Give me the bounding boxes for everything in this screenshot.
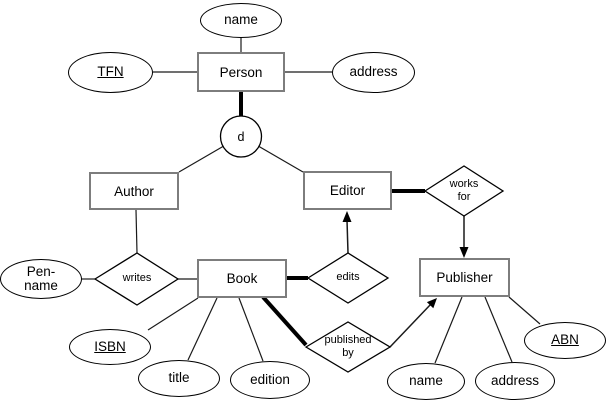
relationship-published-by-label: published by — [324, 333, 372, 359]
line-publisher-abn — [508, 296, 541, 325]
entity-author: Author — [89, 172, 179, 210]
arrowhead-edits-editor — [342, 211, 352, 222]
writes-diamond — [93, 252, 180, 306]
entity-editor: Editor — [303, 171, 392, 210]
attribute-author-pen-name-label: Pen- name — [24, 263, 58, 293]
attribute-author-pen-name: Pen- name — [0, 259, 82, 299]
entity-person-label: Person — [219, 64, 263, 80]
works-for-diamond — [423, 165, 505, 217]
relationship-writes-label: writes — [122, 272, 152, 285]
relationship-edits-label: edits — [336, 271, 360, 284]
attribute-publisher-abn-label: ABN — [551, 332, 579, 348]
entity-book-label: Book — [226, 271, 258, 286]
entity-publisher: Publisher — [419, 258, 510, 297]
arrow-line-edits-editor — [346, 219, 349, 254]
arrow-line-publishedby-publisher — [389, 303, 432, 348]
arrowhead-publishedby-publisher — [426, 298, 437, 309]
entity-book: Book — [197, 259, 287, 298]
entity-person: Person — [197, 52, 285, 92]
attribute-publisher-name-label: name — [409, 373, 443, 389]
attribute-person-address: address — [332, 52, 415, 93]
attribute-person-tfn-label: TFN — [97, 64, 124, 80]
line-book-edition — [238, 297, 264, 362]
specialization-d-label: d — [237, 129, 245, 144]
attribute-person-tfn: TFN — [68, 52, 153, 93]
entity-author-label: Author — [114, 183, 154, 199]
attribute-publisher-abn: ABN — [524, 322, 606, 359]
edits-diamond — [306, 252, 390, 304]
attribute-person-name-label: name — [224, 12, 258, 28]
published-by-diamond — [304, 321, 392, 373]
attribute-person-address-label: address — [349, 64, 398, 80]
entity-publisher-label: Publisher — [436, 270, 493, 285]
attribute-publisher-address-label: address — [490, 372, 540, 388]
line-publisher-address — [484, 296, 513, 363]
line-publisher-name — [434, 296, 463, 364]
thick-line-book-publishedby — [261, 295, 308, 347]
attribute-book-title: title — [138, 360, 220, 397]
line-author-writes — [135, 209, 138, 254]
attribute-publisher-address: address — [475, 362, 555, 400]
attribute-book-isbn-label: ISBN — [94, 338, 126, 354]
attribute-publisher-name: name — [387, 363, 465, 400]
line-book-isbn — [147, 297, 199, 331]
attribute-book-title-label: title — [168, 370, 190, 386]
relationship-works-for-label: works for — [449, 177, 479, 203]
entity-editor-label: Editor — [329, 183, 366, 198]
attribute-book-edition: edition — [230, 361, 310, 399]
line-book-title — [187, 297, 218, 361]
specialization-circle — [219, 115, 263, 158]
attribute-book-isbn: ISBN — [69, 329, 151, 365]
arrowhead-worksfor-publisher — [459, 247, 469, 258]
attribute-book-edition-label: edition — [250, 371, 290, 387]
attribute-person-name: name — [200, 3, 282, 38]
